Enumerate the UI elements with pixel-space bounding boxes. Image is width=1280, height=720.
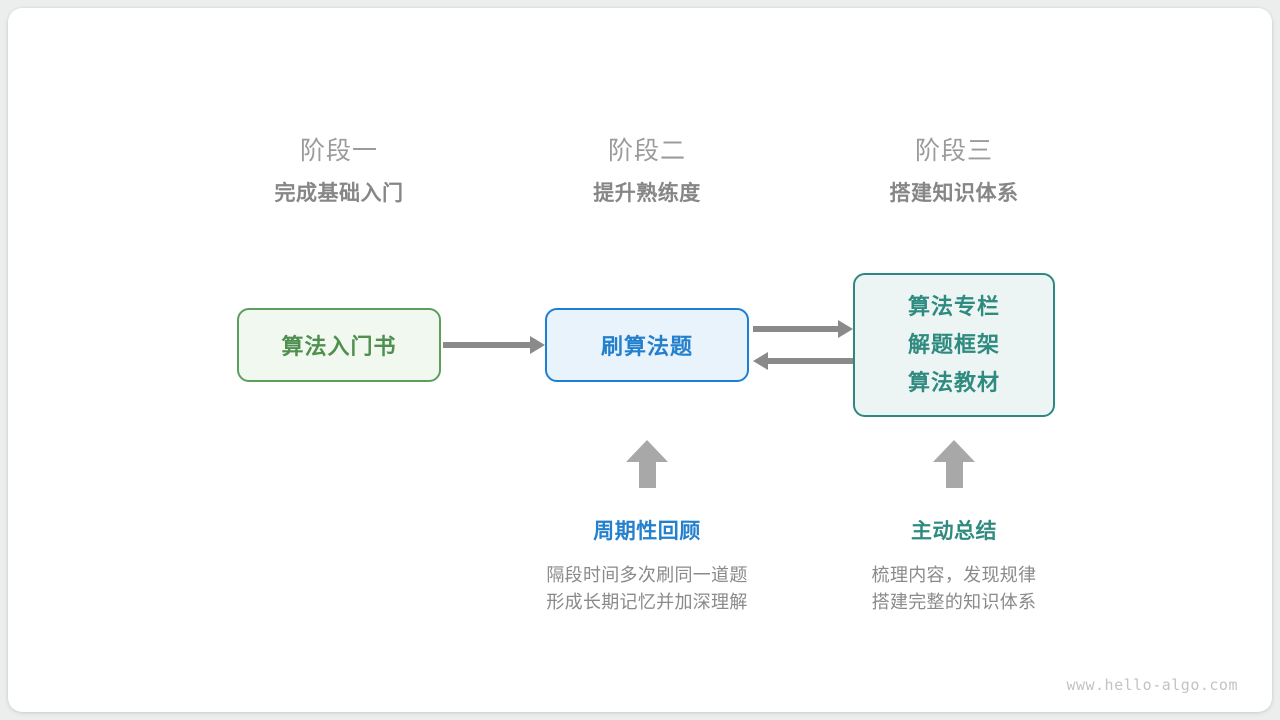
connector-book-to-practice-arrowhead-icon — [530, 336, 545, 354]
up-arrow-summary-icon — [933, 440, 975, 488]
node-learning-resources[interactable]: 算法专栏 解题框架 算法教材 — [853, 273, 1055, 417]
annotation-review-description-line-2: 形成长期记忆并加深理解 — [546, 592, 748, 612]
stage-title-3: 阶段三 — [914, 137, 993, 165]
node-algorithm-book-label: 算法入门书 — [281, 334, 397, 359]
stage-subtitle-1: 完成基础入门 — [274, 182, 404, 205]
node-algorithm-book[interactable]: 算法入门书 — [237, 308, 441, 382]
up-arrow-summary-head — [933, 440, 975, 462]
node-learning-resources-line-2: 解题框架 — [907, 332, 1000, 357]
annotation-summary: 主动总结 梳理内容，发现规律 搭建完整的知识体系 — [804, 518, 1104, 616]
stage-subtitle-2: 提升熟练度 — [593, 182, 701, 205]
node-practice-problems-label: 刷算法题 — [600, 334, 693, 359]
watermark: www.hello-algo.com — [1066, 676, 1238, 694]
connector-resources-to-practice-line — [766, 358, 853, 364]
annotation-summary-description-line-2: 搭建完整的知识体系 — [871, 592, 1037, 612]
stage-header-2: 阶段二 提升熟练度 — [517, 134, 777, 209]
connector-practice-to-resources-line — [753, 326, 840, 332]
annotation-summary-title: 主动总结 — [911, 520, 997, 543]
connector-practice-to-resources-arrowhead-icon — [838, 320, 853, 338]
connector-resources-to-practice-arrowhead-icon — [753, 352, 768, 370]
annotation-review: 周期性回顾 隔段时间多次刷同一道题 形成长期记忆并加深理解 — [497, 518, 797, 616]
up-arrow-review-icon — [626, 440, 668, 488]
annotation-review-title: 周期性回顾 — [593, 520, 701, 543]
annotation-summary-description: 梳理内容，发现规律 搭建完整的知识体系 — [804, 562, 1104, 616]
stage-subtitle-3: 搭建知识体系 — [889, 182, 1019, 205]
up-arrow-summary-stem — [946, 460, 963, 488]
node-learning-resources-line-1: 算法专栏 — [907, 294, 1000, 319]
stage-header-1: 阶段一 完成基础入门 — [209, 134, 469, 209]
annotation-review-description: 隔段时间多次刷同一道题 形成长期记忆并加深理解 — [497, 562, 797, 616]
up-arrow-review-stem — [639, 460, 656, 488]
diagram-card: 阶段一 完成基础入门 阶段二 提升熟练度 阶段三 搭建知识体系 算法入门书 刷算… — [8, 8, 1272, 712]
annotation-review-description-line-1: 隔段时间多次刷同一道题 — [546, 565, 748, 585]
annotation-summary-description-line-1: 梳理内容，发现规律 — [871, 565, 1037, 585]
node-practice-problems[interactable]: 刷算法题 — [545, 308, 749, 382]
stage-header-3: 阶段三 搭建知识体系 — [824, 134, 1084, 209]
stage-title-2: 阶段二 — [607, 137, 686, 165]
up-arrow-review-head — [626, 440, 668, 462]
stage-title-1: 阶段一 — [299, 137, 378, 165]
node-learning-resources-line-3: 算法教材 — [907, 370, 1000, 395]
connector-book-to-practice-line — [443, 342, 532, 348]
